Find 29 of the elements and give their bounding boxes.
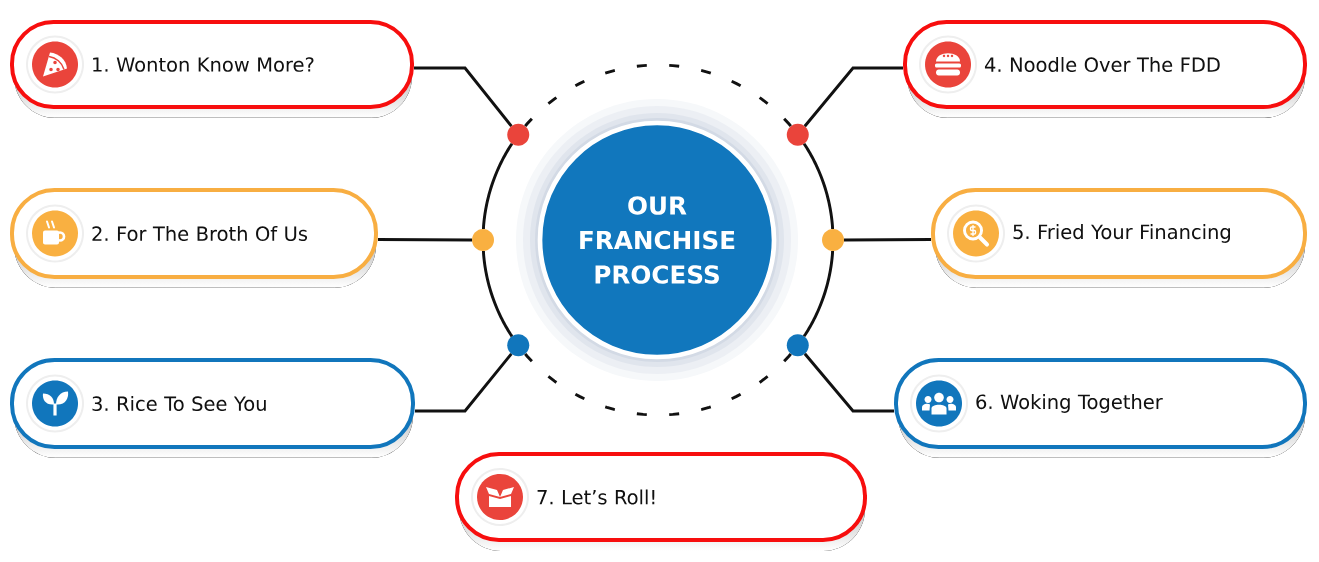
ring-arc	[481, 142, 514, 230]
ring-dot	[507, 334, 530, 357]
step-pill: 5. Fried Your Financing	[931, 188, 1307, 288]
dashed-ring-arc	[524, 63, 792, 128]
node-label: 4. Noodle Over The FDD	[984, 56, 1220, 73]
node-label: 5. Fried Your Financing	[1013, 224, 1230, 243]
ring-dot	[786, 334, 809, 357]
node-label: 6. Woking Together	[976, 394, 1163, 413]
ring-arc	[802, 142, 835, 230]
connector-line	[803, 66, 903, 128]
dashed-ring-arc	[524, 352, 792, 417]
connector-line	[844, 238, 931, 242]
ring-dot	[822, 229, 844, 251]
step-pill: 1. Wonton Know More?	[10, 20, 414, 118]
connector-line	[378, 238, 472, 242]
step-pill: 3. Rice To See You	[10, 358, 415, 458]
step-pill: 4. Noodle Over The FDD	[903, 20, 1307, 118]
step-pill: 6. Woking Together	[894, 358, 1307, 458]
connector-line	[803, 352, 894, 413]
ring-arc	[802, 250, 835, 338]
connector-line	[415, 352, 513, 413]
connector-line	[414, 66, 513, 127]
ring-dot	[507, 123, 530, 146]
step-pill: 7. Let’s Roll!	[455, 452, 867, 551]
step-pill: 2. For The Broth Of Us	[10, 188, 378, 288]
ring-arc	[481, 250, 514, 338]
node-label: 7. Let’s Roll!	[537, 489, 655, 505]
ring-dot	[786, 123, 809, 146]
ring-dot	[472, 229, 494, 251]
